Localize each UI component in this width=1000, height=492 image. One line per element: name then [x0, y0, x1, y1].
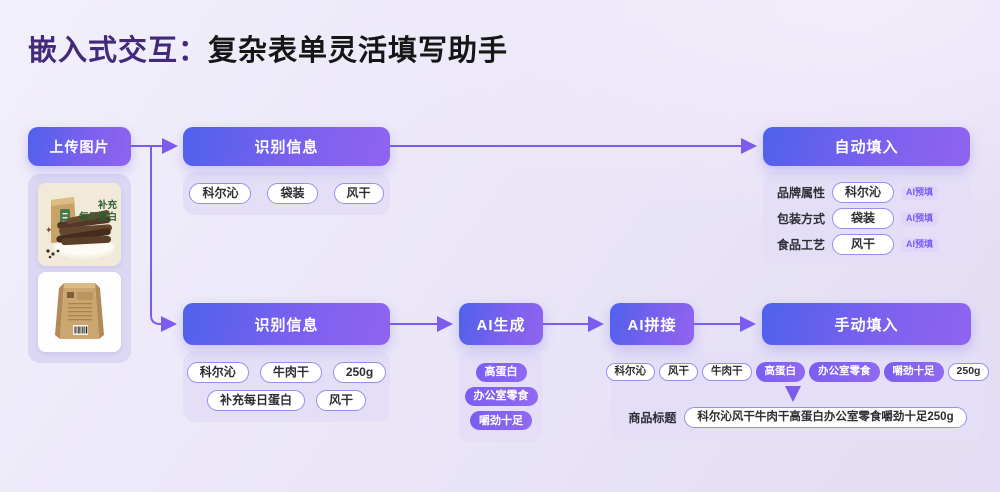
tag-process: 风干 — [316, 390, 367, 412]
tag-process: 风干 — [333, 182, 384, 205]
field-label: 包装方式 — [777, 212, 826, 226]
spices: ✦ — [45, 225, 60, 259]
field-row-brand: 品牌属性 科尔沁 AI预填 — [777, 181, 970, 204]
ai-generate-button[interactable]: AI生成 — [459, 303, 543, 345]
tag-row: 科尔沁 牛肉干 250g — [183, 361, 390, 383]
merged-tag: 牛肉干 — [702, 362, 752, 382]
ai-prefill-badge: AI预填 — [901, 237, 939, 252]
tag-protein: 补充每日蛋白 — [206, 390, 305, 412]
merged-tag-generated: 嚼劲十足 — [883, 362, 944, 382]
merged-tag: 风干 — [659, 362, 699, 382]
field-label: 品牌属性 — [777, 186, 826, 200]
arrow-upload-to-recognize-bottom — [150, 147, 177, 332]
upload-image-button[interactable]: 上传图片 — [28, 127, 131, 166]
recognized-tags-bottom-panel: 科尔沁 牛肉干 250g 补充每日蛋白 风干 — [183, 351, 390, 422]
tag-brand: 科尔沁 — [186, 361, 249, 383]
title-highlight: 嵌入式交互： — [28, 35, 209, 67]
generated-tag: 高蛋白 — [475, 362, 527, 382]
product-photo-jerky[interactable]: ✦ 补充 每日蛋白 — [38, 183, 121, 266]
ai-splice-button[interactable]: AI拼接 — [610, 303, 694, 345]
recognized-tags-top-panel: 科尔沁 袋装 风干 — [183, 172, 390, 215]
photo-caption-line1: 补充 — [97, 199, 118, 211]
star-anise: ✦ — [45, 225, 53, 235]
field-row-process: 食品工艺 风干 AI预填 — [777, 233, 970, 256]
generated-tags-panel: 高蛋白 办公室零食 嚼劲十足 — [459, 351, 543, 442]
tag-row: 补充每日蛋白 风干 — [183, 390, 390, 412]
kraft-bag-back — [55, 283, 104, 339]
field-value-chip[interactable]: 袋装 — [832, 207, 895, 230]
generated-tag: 办公室零食 — [464, 386, 538, 407]
tag-row: 科尔沁 袋装 风干 — [183, 172, 390, 215]
auto-fill-panel: 品牌属性 科尔沁 AI预填 包装方式 袋装 AI预填 食品工艺 风干 AI预填 — [763, 172, 970, 264]
jerky-strips — [56, 210, 112, 246]
merged-tag: 250g — [947, 362, 990, 382]
product-photo-bag[interactable] — [38, 272, 121, 352]
field-row-package: 包装方式 袋装 AI预填 — [777, 207, 970, 230]
recognize-info-bottom-button[interactable]: 识别信息 — [183, 303, 390, 345]
ai-prefill-badge: AI预填 — [901, 185, 939, 200]
result-title-chip[interactable]: 科尔沁风干牛肉干高蛋白办公室零食嚼劲十足250g — [684, 406, 967, 429]
tag-package: 袋装 — [267, 182, 318, 205]
merged-tag-generated: 高蛋白 — [755, 362, 806, 382]
tag-product: 牛肉干 — [259, 361, 322, 383]
result-label: 商品标题 — [628, 410, 677, 425]
merged-result-panel: 科尔沁 风干 牛肉干 高蛋白 办公室零食 嚼劲十足 250g 商品标题 科尔沁风… — [605, 351, 990, 441]
field-value-chip[interactable]: 科尔沁 — [832, 181, 895, 204]
field-label: 食品工艺 — [777, 238, 826, 252]
recognize-info-top-button[interactable]: 识别信息 — [183, 127, 390, 166]
ai-prefill-badge: AI预填 — [901, 211, 939, 226]
tag-weight: 250g — [332, 361, 387, 383]
page-title: 嵌入式交互：复杂表单灵活填写助手 — [28, 27, 508, 69]
manual-fill-button[interactable]: 手动填入 — [762, 303, 971, 345]
uploaded-images-card: ✦ 补充 每日蛋白 — [28, 174, 131, 363]
merged-tag: 科尔沁 — [605, 362, 656, 382]
field-value-chip[interactable]: 风干 — [832, 233, 895, 256]
jerky-photo-illustration: ✦ 补充 每日蛋白 — [38, 183, 121, 266]
generated-tag: 嚼劲十足 — [470, 411, 532, 431]
tag-brand: 科尔沁 — [189, 182, 252, 205]
title-rest: 复杂表单灵活填写助手 — [208, 35, 509, 67]
merged-tag-generated: 办公室零食 — [809, 362, 880, 382]
auto-fill-button[interactable]: 自动填入 — [763, 127, 970, 166]
barcode — [73, 325, 88, 335]
photo-caption-line2: 每日蛋白 — [79, 211, 117, 223]
bag-photo-illustration — [38, 272, 121, 352]
merged-tag-row: 科尔沁 风干 牛肉干 高蛋白 办公室零食 嚼劲十足 250g — [605, 362, 990, 382]
result-row: 商品标题 科尔沁风干牛肉干高蛋白办公室零食嚼劲十足250g — [617, 406, 978, 429]
